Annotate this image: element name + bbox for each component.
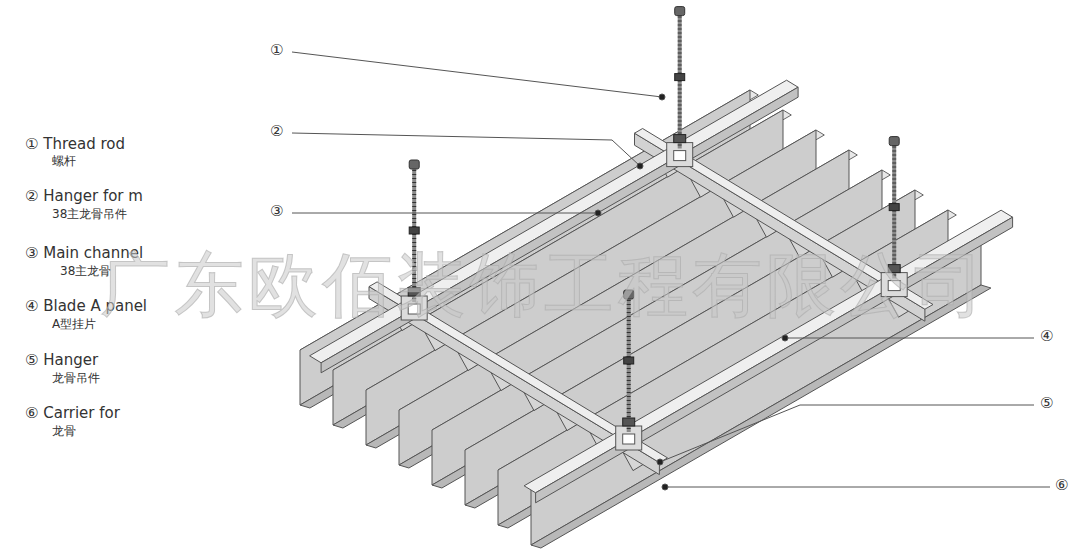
legend-entry-zh: 38主龙骨吊件 <box>52 208 127 222</box>
callout-number: ⑥ <box>1055 477 1068 494</box>
rod-nut <box>409 160 419 169</box>
hanger-slot <box>674 151 686 161</box>
leader-line <box>665 487 1050 488</box>
leader-dot <box>659 94 665 100</box>
rod-nut <box>675 74 685 81</box>
legend-entry: ② Hanger for m <box>25 188 143 205</box>
callout-number: ① <box>270 42 283 59</box>
rod-thread <box>678 17 682 147</box>
leader-line <box>292 133 640 166</box>
rod-nut <box>889 204 899 211</box>
legend-entry: ⑥ Carrier for <box>25 405 120 422</box>
legend-entry: ⑤ Hanger <box>25 352 98 369</box>
leader-dot <box>657 459 663 465</box>
watermark: 广东欧佰装饰工程有限公司 <box>100 245 988 326</box>
legend-entry-zh: 螺杆 <box>52 155 76 169</box>
legend-entry-zh: 龙骨 <box>52 425 76 439</box>
rod-nut <box>409 227 419 234</box>
rod-nut <box>674 135 686 143</box>
callout-number: ② <box>270 123 283 140</box>
hanger-slot <box>623 434 635 444</box>
rod-nut <box>675 7 685 16</box>
rod-nut <box>624 357 634 364</box>
legend-entry: ① Thread rod <box>25 136 125 153</box>
legend-entry-zh: 龙骨吊件 <box>52 372 100 386</box>
main-channel-face <box>321 87 798 373</box>
leader-dot <box>662 484 668 490</box>
leader-line <box>292 213 598 214</box>
legend-entry-zh: A型挂片 <box>52 318 96 332</box>
callout-number: ⑤ <box>1040 395 1053 412</box>
rod-nut <box>623 418 635 426</box>
leader-line <box>660 405 1034 462</box>
rod-nut <box>889 137 899 146</box>
leader-line <box>785 338 1034 339</box>
leader-dot <box>595 210 601 216</box>
leader-line <box>292 52 662 97</box>
leader-dot <box>637 163 643 169</box>
callout-number: ③ <box>270 203 283 220</box>
leader-dot <box>782 335 788 341</box>
callout-number: ④ <box>1040 328 1053 345</box>
